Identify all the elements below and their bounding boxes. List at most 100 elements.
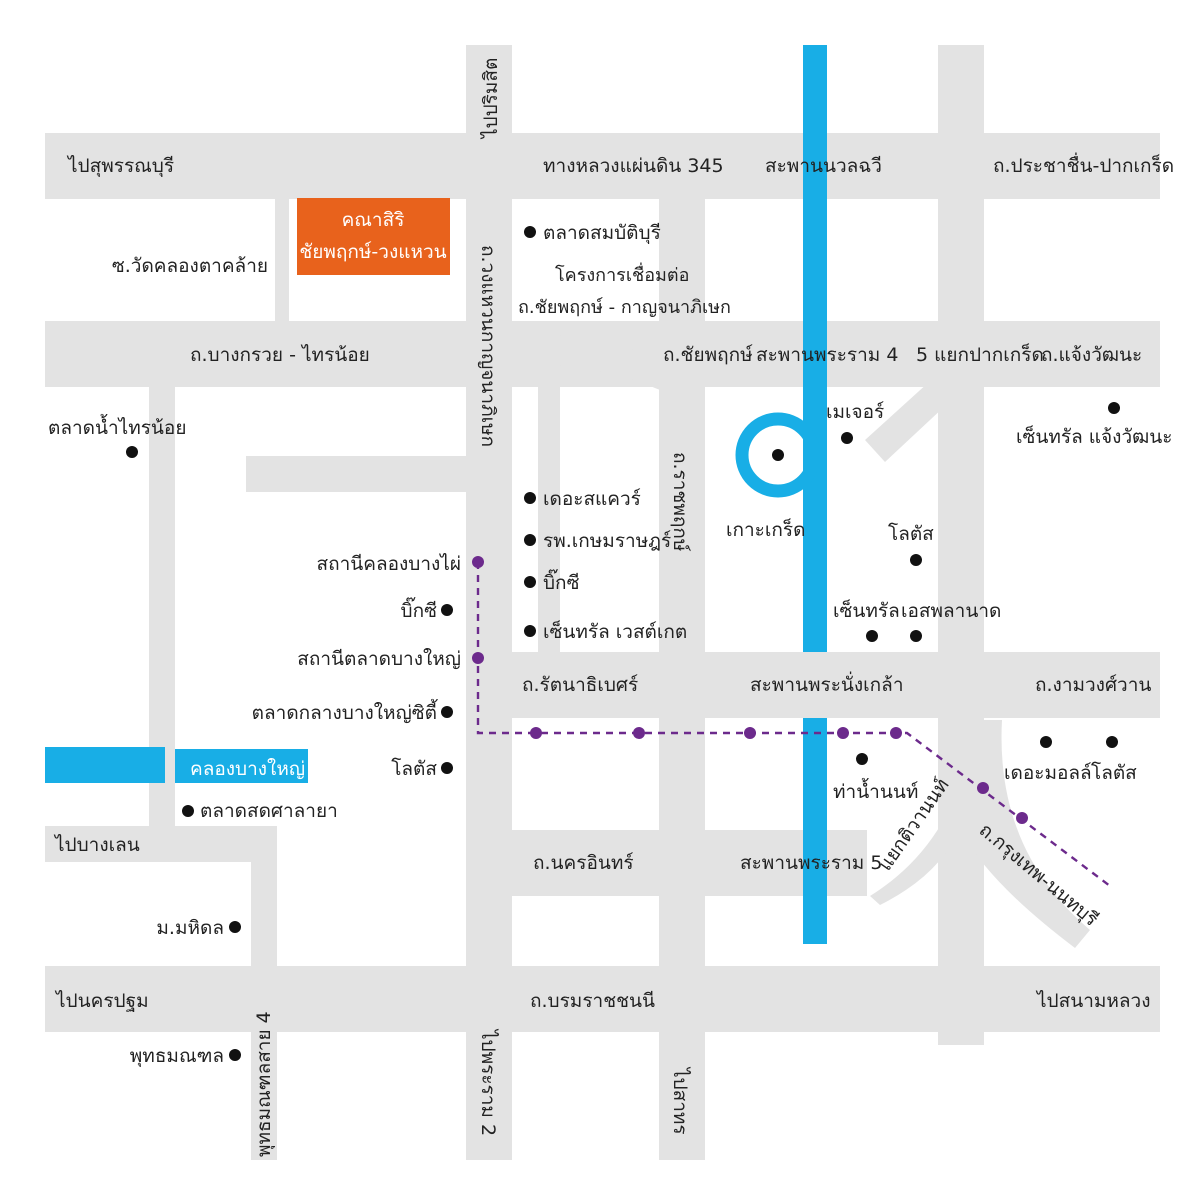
- connect-project-line1: โครงการเชื่อมต่อ: [555, 262, 689, 286]
- station-6: [977, 782, 989, 794]
- label-to-suphan: ไปสุพรรณบุรี: [66, 155, 174, 178]
- poi-kasemrad: รพ.เกษมราษฎร์: [543, 530, 671, 552]
- road-wat-soi: [275, 199, 289, 321]
- road-connector-curve: [512, 335, 660, 390]
- ko-kret-island: [735, 412, 821, 498]
- poi-dot-bigc-east: [524, 576, 536, 588]
- label-ring-kanchana: ถ.วงแหวนกาญจนาภิเษก: [477, 245, 499, 447]
- road-pakkret-diagonal: [865, 372, 960, 462]
- label-rama5-bridge: สะพานพระราม 5: [740, 852, 882, 874]
- label-ratchaphruek: ถ.ราชพฤกษ์: [669, 452, 691, 552]
- poi-dot-lotus-pakkret: [910, 554, 922, 566]
- khlong-bangyai-label: คลองบางใหญ่: [190, 758, 305, 780]
- poi-talad-klang-bangyai: ตลาดกลางบางใหญ่ซิตี้: [252, 699, 439, 724]
- label-prachachuen: ถ.ประชาชื่น-ปากเกร็ด: [993, 152, 1174, 177]
- station-1: [530, 727, 542, 739]
- station-label-talad-bangyai: สถานีตลาดบางใหญ่: [297, 648, 461, 670]
- road-network: [45, 45, 1160, 1160]
- label-borommaratchachonnani: ถ.บรมราชชนนี: [530, 990, 655, 1012]
- khlong-bangyai-label-bg: [175, 749, 308, 783]
- poi-dot-kasemrad: [524, 534, 536, 546]
- khlong-bangyai-water: [45, 747, 165, 783]
- road-mid-vertical: [659, 199, 705, 321]
- road-kanchanaphisek: [466, 133, 512, 1160]
- poi-central-chaeng: เซ็นทรัล แจ้งวัฒนะ: [1016, 424, 1172, 448]
- label-to-sathorn: ไปสาทร: [669, 1066, 691, 1135]
- poi-lotus-pakkret: โลตัส: [888, 522, 934, 545]
- river-upper: [803, 45, 827, 652]
- poi-dot-the-mall: [1040, 736, 1052, 748]
- poi-dot-major: [841, 432, 853, 444]
- poi-dot-the-square: [524, 492, 536, 504]
- label-ngamwongwan: ถ.งามวงศ์วาน: [1035, 674, 1151, 696]
- poi-talad-sombat: ตลาดสมบัติบุรี: [543, 222, 661, 245]
- poi-dot-mahidol: [229, 921, 241, 933]
- poi-central-esplanade-2: เอสพลานาด: [901, 600, 1001, 622]
- label-chaiyaphruek: ถ.ชัยพฤกษ์: [663, 344, 753, 366]
- project-marker: [297, 198, 450, 275]
- poi-talad-nam-sainoi: ตลาดน้ำไทรน้อย: [48, 414, 186, 439]
- road-connector-branch: [538, 365, 560, 652]
- poi-dot-talad-sod-salaya: [182, 805, 194, 817]
- label-nuan-bridge: สะพานนวลฉวี: [765, 155, 882, 177]
- station-3: [744, 727, 756, 739]
- poi-lotus-ngamwong: โลตัส: [1091, 761, 1137, 784]
- label-hwy345: ทางหลวงแผ่นดิน 345: [543, 155, 724, 177]
- station-7: [1016, 812, 1028, 824]
- points-of-interest: ตลาดสมบัติบุรี ตลาดน้ำไทรน้อย เดอะสแควร์…: [48, 222, 1172, 1068]
- road-phutthamonthon4: [251, 826, 277, 1160]
- poi-talad-sod-salaya: ตลาดสดศาลายา: [200, 800, 338, 822]
- road-rattanathibet: [512, 652, 1160, 718]
- label-rama4-bridge: สะพานพระราม 4: [756, 344, 898, 366]
- station-4: [837, 727, 849, 739]
- poi-dot-lotus-bangyai: [441, 762, 453, 774]
- project-name-2: ชัยพฤกษ์-วงแหวน: [299, 241, 446, 263]
- label-to-rama2: ไปพระราม 2: [477, 1028, 499, 1136]
- station-2: [633, 727, 645, 739]
- connect-project-line2: ถ.ชัยพฤกษ์ - กาญจนาภิเษก: [518, 297, 731, 318]
- poi-dot-talad-klang-bangyai: [441, 706, 453, 718]
- station-talad-bangyai: [472, 652, 484, 664]
- poi-dot-tha-nam-non: [856, 753, 868, 765]
- station-5: [890, 727, 902, 739]
- poi-dot-talad-nam-sainoi: [126, 446, 138, 458]
- label-chaengwattana: ถ.แจ้งวัฒนะ: [1041, 344, 1142, 366]
- label-nakhon-in: ถ.นครอินทร์: [533, 852, 634, 874]
- label-to-sanamluang: ไปสนามหลวง: [1035, 990, 1151, 1012]
- label-to-pathum: ไปปริมสิต: [480, 58, 502, 140]
- poi-central-westgate: เซ็นทรัล เวสต์เกต: [543, 619, 687, 643]
- label-bangkruai: ถ.บางกรวย - ไทรน้อย: [190, 344, 370, 366]
- poi-dot-talad-sombat: [524, 226, 536, 238]
- road-krungthep-nonthaburi: [870, 720, 1090, 948]
- road-pracha-vertical: [938, 45, 984, 1045]
- label-wat-soi: ซ.วัดคลองตาคล้าย: [112, 255, 268, 277]
- label-to-banglen: ไปบางเลน: [53, 834, 140, 856]
- label-nangklao-bridge: สะพานพระนั่งเกล้า: [750, 671, 904, 696]
- poi-mahidol: ม.มหิดล: [156, 917, 224, 939]
- label-to-nakhonpathom: ไปนครปฐม: [54, 990, 149, 1012]
- poi-dot-central-esplanade-2: [910, 630, 922, 642]
- poi-dot-central-esplanade-1: [866, 630, 878, 642]
- poi-the-mall: เดอะมอลล์: [1004, 762, 1092, 784]
- poi-bigc-west: บิ๊กซี: [401, 597, 438, 622]
- poi-dot-central-westgate: [524, 625, 536, 637]
- poi-tha-nam-non: ท่าน้ำนนท์: [833, 778, 918, 803]
- label-rattanathibet: ถ.รัตนาธิเบศร์: [522, 674, 638, 696]
- road-banglen: [45, 826, 277, 862]
- poi-dot-central-chaeng: [1108, 402, 1120, 414]
- label-pakkret-5: 5 แยกปากเกร็ด: [916, 342, 1044, 366]
- poi-phutthamonthon: พุทธมณฑล: [130, 1045, 224, 1068]
- label-ko-kret: เกาะเกร็ด: [726, 517, 805, 541]
- poi-major: เมเจอร์: [826, 401, 884, 423]
- poi-dot-phutthamonthon: [229, 1049, 241, 1061]
- ko-kret-dot: [772, 449, 784, 461]
- project-name-1: คณาสิริ: [342, 209, 405, 231]
- label-phutthamonthon4: พุทธมณฑลสาย 4: [253, 1011, 276, 1157]
- chao-phraya-river: [735, 45, 827, 944]
- poi-central-esplanade-1: เซ็นทรัล: [833, 598, 900, 622]
- poi-dot-bigc-west: [441, 604, 453, 616]
- poi-the-square: เดอะสแควร์: [543, 488, 641, 510]
- road-bankluai-sainoi: [246, 456, 468, 492]
- poi-lotus-bangyai: โลตัส: [391, 757, 437, 780]
